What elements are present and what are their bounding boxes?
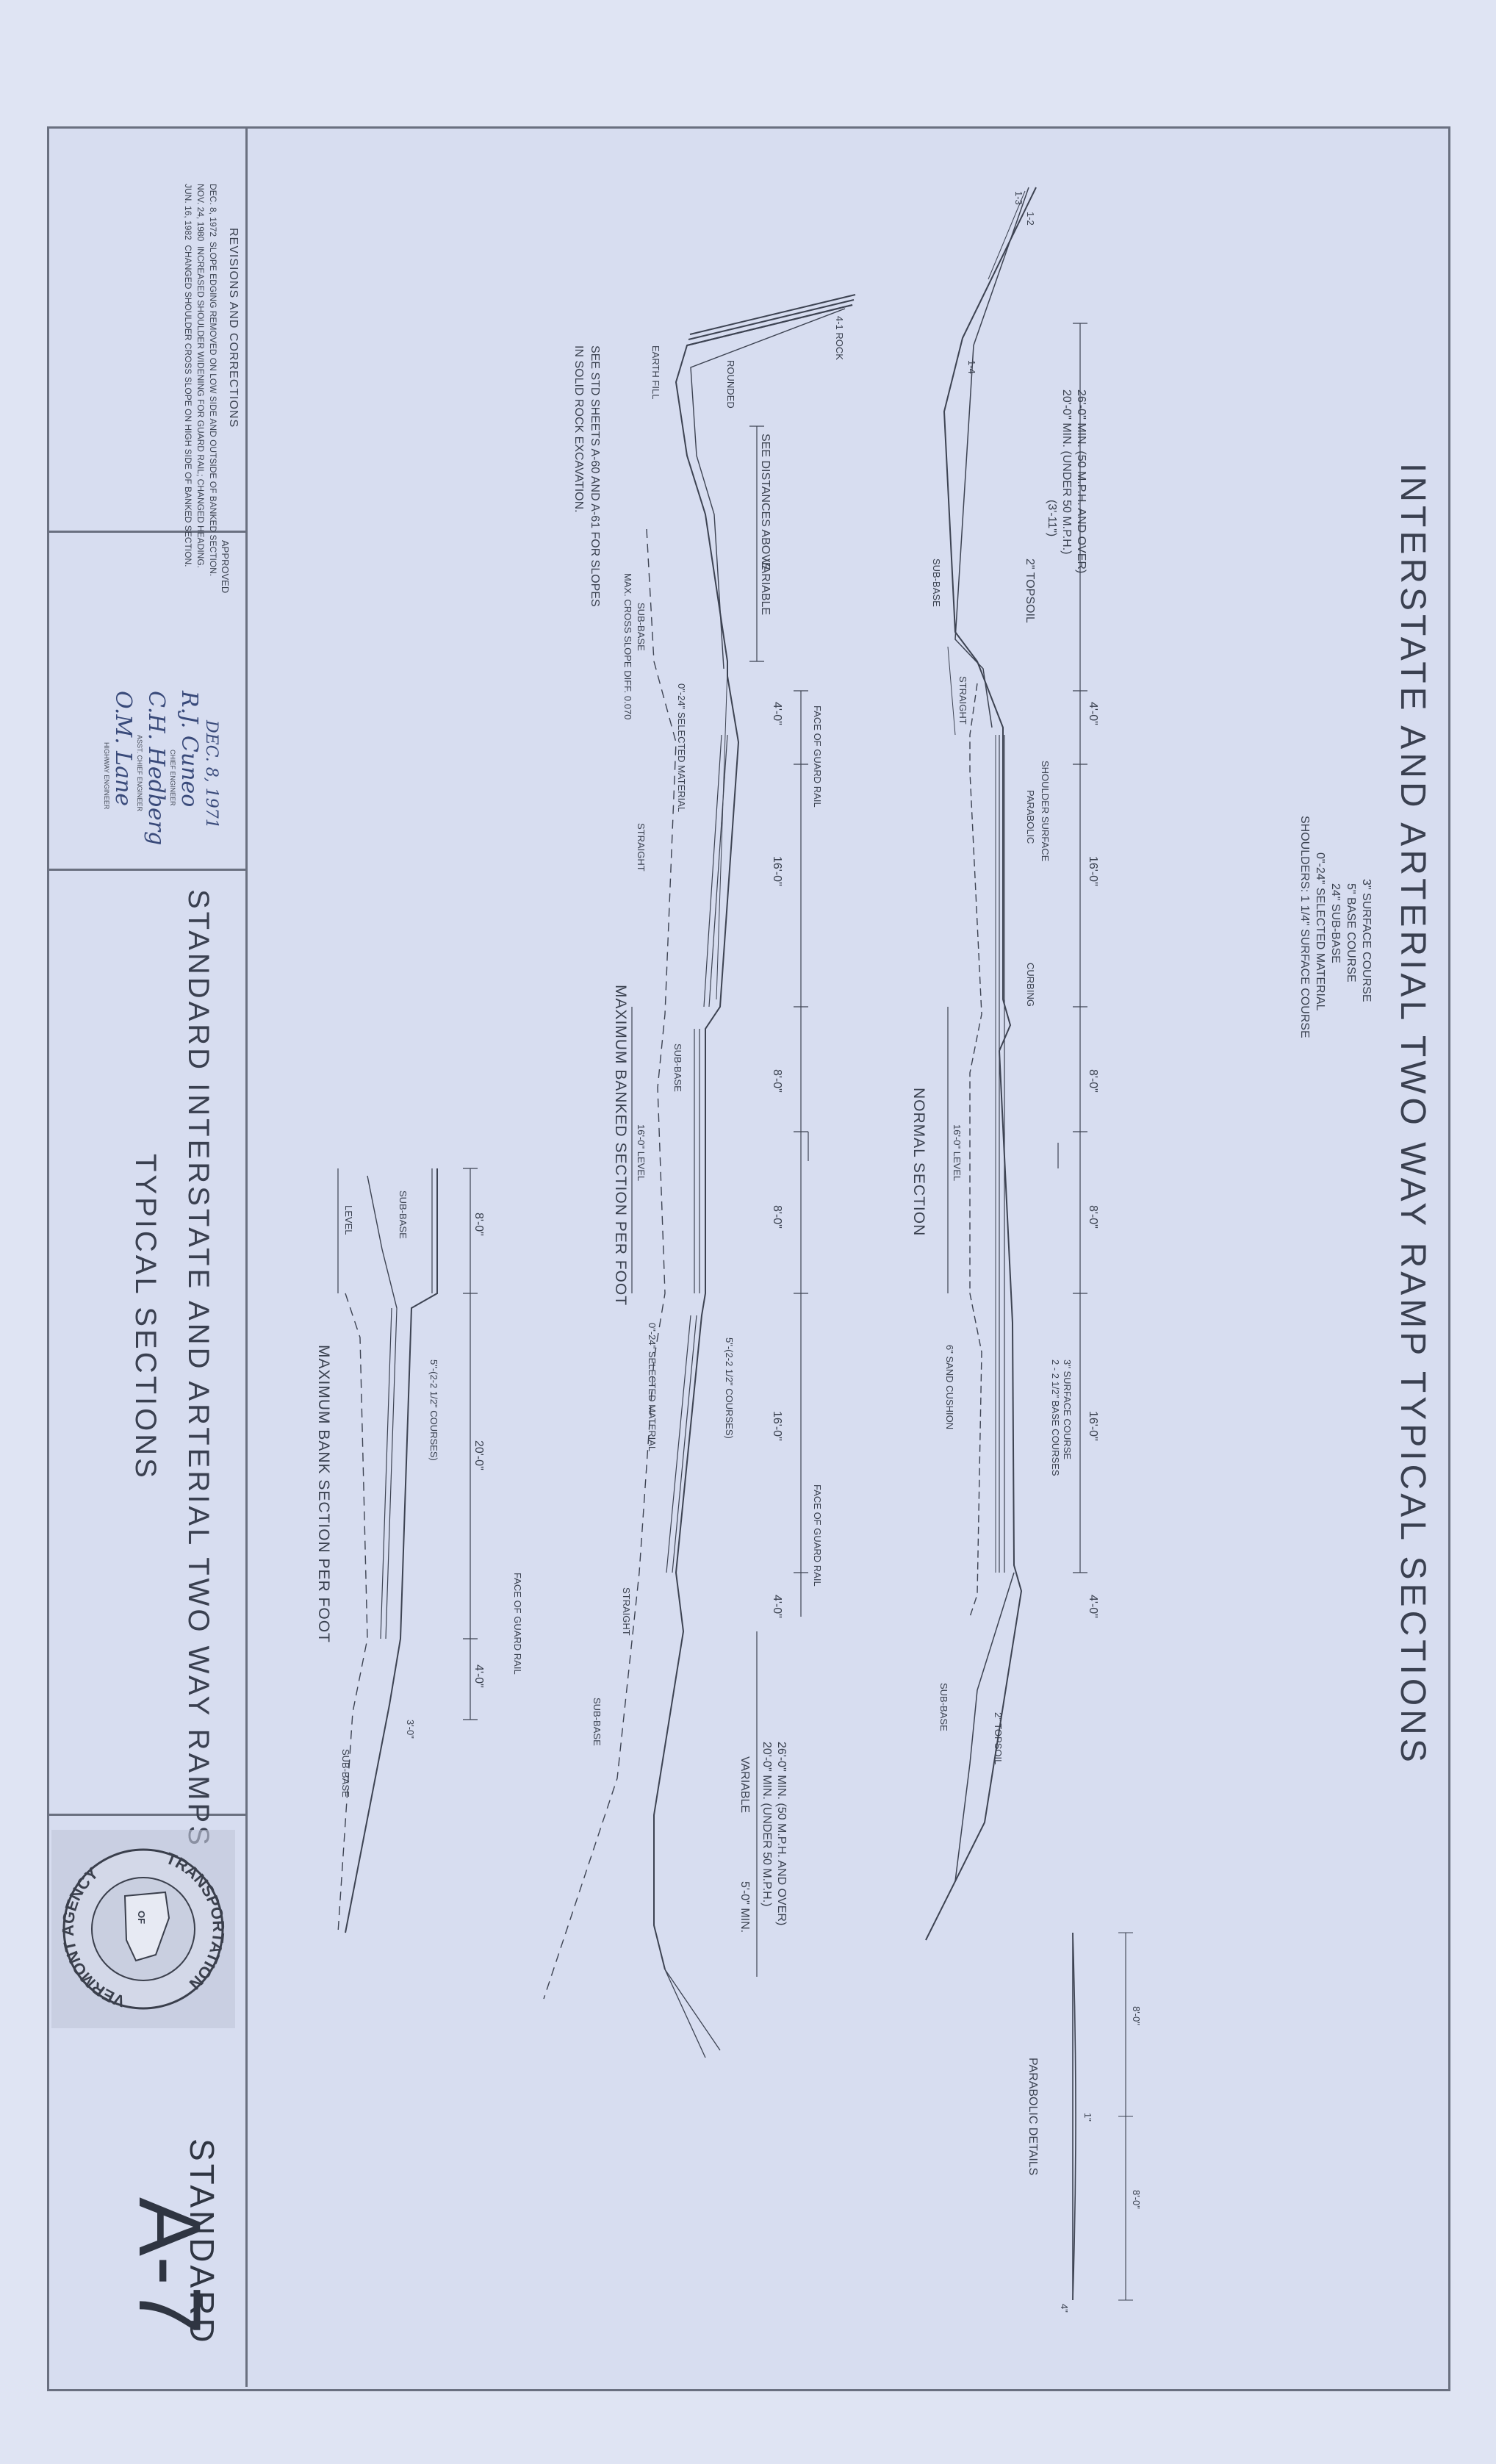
- title-block-rule-2: [47, 869, 245, 871]
- drawing-border: [47, 126, 1450, 2391]
- title-block-rule-3: [47, 1814, 245, 1816]
- title-block-divider: [245, 126, 248, 2387]
- title-block-rule-1: [47, 531, 245, 533]
- seal-of: OF: [136, 1911, 147, 1925]
- standard-number: A-7: [121, 2197, 219, 2335]
